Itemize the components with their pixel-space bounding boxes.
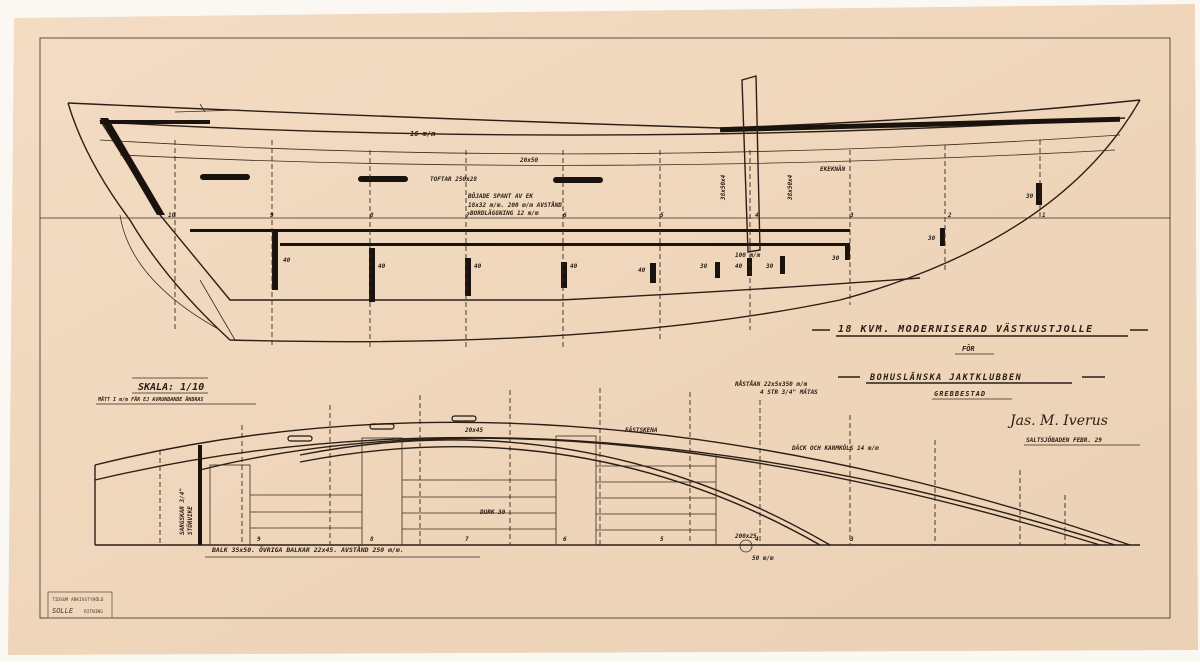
place-date: SALTSJÖBADEN FEBR. 29 [1026,437,1102,444]
mast-step [741,75,761,253]
station-number: 5 [660,212,664,219]
station-number: 6 [563,536,567,543]
frame-mark: 30 [699,263,708,270]
station-number: 5 [660,536,664,543]
drawing-border [39,37,1171,619]
frame-mark: 40 [283,257,291,264]
frame-mark: 40 [378,263,386,270]
station-number: 9 [257,536,261,543]
scale-note: MÅTT I m/m FÅR EJ AVRUNDANDE ÄNDRAS [97,396,203,403]
station-number: 1 [1042,212,1046,219]
station-number: 9 [270,212,274,219]
stamp-line-3: RITNING [84,609,103,615]
dim-note: 50 m/m [752,555,774,562]
stamp-line-1: TIDSUM ARKIVSTYRÖLD [52,596,104,603]
gunwale-note: 20x50 [519,157,538,164]
station-number: 6 [563,212,567,219]
knee-note: EKEKNÄN [820,166,846,173]
sheer-line [67,99,1141,129]
frame-mark: 40 [474,263,482,270]
keel-line [67,99,1141,343]
centre-note: 200x25 [734,533,757,540]
frame-mark: 30 [765,263,774,270]
town-name: GREBBESTAD [934,390,986,398]
rowlock-note-1: RÅSTÅAN 22x5x350 m/m [735,381,808,388]
station-number: 7 [466,212,470,219]
rail-note: FÄSTSKENA [625,427,658,434]
frames-note-3: BORDLÄGGNING 12 m/m [469,210,539,217]
deck-margin-note: DÄCK OCH KARMKÖLS 14 m/m [791,445,879,452]
frame-mark: 40 [570,263,578,270]
plan-view: 20x45 FÄSTSKENA RÅSTÅAN 22x5x350 m/m 4 S… [94,381,1140,562]
frame-mark: 40 [638,267,646,274]
profile-view: 16 m/m 20x50 TOFTAR 250x28 BÖJADE SPANT … [40,75,1170,350]
deck-outline [94,421,1131,546]
rowlock-note-2: 4 STR 3/4" MÄTAS [760,389,818,396]
frames-note-1: BÖJADE SPANT AV EK [467,193,534,200]
title-for: FÖR [962,344,975,353]
station-number: 8 [370,212,374,219]
scale-block: SKALA: 1/10 MÅTT I m/m FÅR EJ AVRUNDANDE… [96,377,256,405]
station-number: 3 [849,536,854,543]
frame-mark: 30 [831,255,840,262]
mast-block: 100 m/m [735,252,761,259]
transom-note-1: SARGSKAR 3/4" [179,488,186,535]
station-number: 4 [755,212,759,219]
deck-note: 20x45 [464,427,483,434]
station-number: 10 [168,212,176,219]
paper [8,4,1198,655]
mast-dim-1: 38x50x4 [720,174,727,201]
planking-note: 16 m/m [410,130,436,138]
thwarts-note: TOFTAR 250x28 [430,176,477,183]
scale-label: SKALA: 1/10 [138,382,204,393]
beam-note: BALK 35x50. ÖVRIGA BALKAR 22x45. AVSTÅND… [211,545,404,554]
station-number: 3 [849,212,854,219]
station-number: 2 [947,212,952,219]
club-name: BOHUSLÄNSKA JAKTKLUBBEN [869,372,1022,383]
station-number: 4 [755,536,759,543]
frames-note-2: 18x32 m/m. 200 m/m AVSTÅND [468,202,562,209]
transom-note-2: STÖRVIKE [187,506,194,535]
stamp-line-2: SOLLE [52,607,74,615]
floor-note: DURK 30 [479,509,506,516]
mast-dim-2: 38x50x4 [787,174,794,201]
frame-mark: 30 [1025,193,1034,200]
frame-mark: 40 [735,263,743,270]
station-number: 8 [370,536,374,543]
frame-mark: 30 [927,235,936,242]
signature: Jas. M. Iverus [1007,413,1108,429]
drawing-title: 18 KVM. MODERNISERAD VÄSTKUSTJOLLE [838,321,1094,335]
title-block: 18 KVM. MODERNISERAD VÄSTKUSTJOLLE FÖR B… [812,321,1148,446]
archive-stamp: TIDSUM ARKIVSTYRÖLD SOLLE RITNING [47,591,113,619]
station-number: 7 [465,536,469,543]
